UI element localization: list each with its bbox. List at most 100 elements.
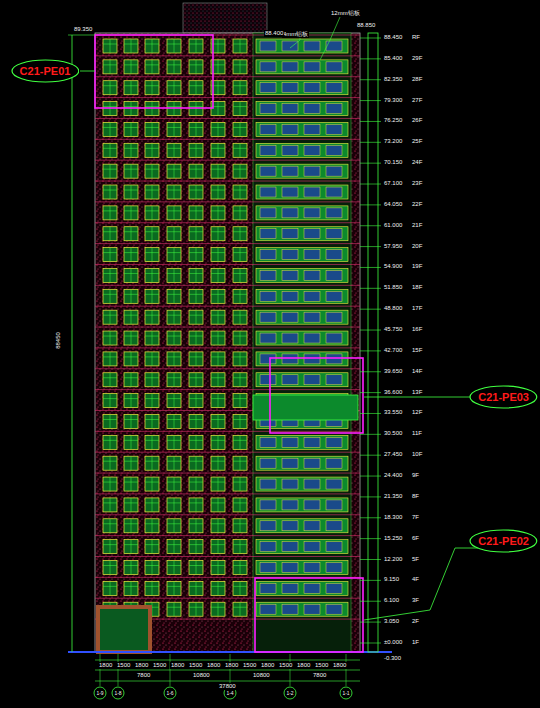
window-transom — [103, 294, 117, 295]
level-tick — [360, 58, 381, 59]
window-mullion — [131, 394, 132, 408]
window — [124, 164, 138, 178]
window-mullion — [110, 477, 111, 491]
window-mullion — [240, 143, 241, 157]
window — [103, 456, 117, 470]
window — [103, 414, 117, 428]
window-mullion — [110, 498, 111, 512]
window-mullion — [152, 519, 153, 533]
window-mullion — [174, 498, 175, 512]
window-transom — [124, 356, 138, 357]
dimension-text: 1800 — [206, 662, 221, 669]
window-mullion — [131, 39, 132, 53]
callout-text: C21-PE02 — [478, 535, 529, 547]
window-band — [256, 102, 348, 116]
axis-label: 1-2 — [285, 690, 294, 697]
window — [189, 519, 203, 533]
facade-right — [253, 33, 351, 652]
level-tick — [360, 371, 381, 372]
elevation-text: 45.750 — [383, 326, 403, 333]
window — [124, 519, 138, 533]
window-mullion — [174, 414, 175, 428]
window-transom — [167, 190, 181, 191]
window — [304, 62, 320, 72]
window — [304, 187, 320, 197]
window — [211, 268, 225, 282]
window — [233, 519, 247, 533]
window-mullion — [131, 373, 132, 387]
window-mullion — [131, 477, 132, 491]
window-mullion — [218, 143, 219, 157]
window-transom — [145, 419, 159, 420]
elevation-text: 21.350 — [383, 493, 403, 500]
floor-label: 26F — [411, 117, 423, 124]
floor-line — [95, 306, 360, 307]
window — [189, 414, 203, 428]
window-transom — [124, 565, 138, 566]
window — [233, 102, 247, 116]
window-mullion — [152, 122, 153, 136]
window-transom — [145, 398, 159, 399]
window-transom — [145, 356, 159, 357]
window — [211, 540, 225, 554]
window — [211, 248, 225, 262]
dimension-text: 1800 — [296, 662, 311, 669]
window-mullion — [131, 561, 132, 575]
window-mullion — [110, 581, 111, 595]
floor-label: 3F — [411, 597, 420, 604]
window-band — [256, 39, 348, 53]
level-tick — [360, 434, 381, 435]
window — [189, 561, 203, 575]
window-transom — [211, 544, 225, 545]
axis-line — [290, 654, 291, 686]
window — [145, 477, 159, 491]
window-transom — [145, 231, 159, 232]
window-mullion — [240, 331, 241, 345]
elevation-text: 18.300 — [383, 514, 403, 521]
window-mullion — [110, 373, 111, 387]
callout-leader — [364, 548, 478, 620]
window — [103, 289, 117, 303]
floor-line — [95, 76, 360, 77]
window-transom — [167, 210, 181, 211]
window-mullion — [240, 498, 241, 512]
elevation-text: 67.100 — [383, 180, 403, 187]
floor-line — [95, 452, 360, 453]
window-transom — [124, 461, 138, 462]
floor-label: 8F — [411, 493, 420, 500]
window-mullion — [174, 310, 175, 324]
window — [103, 310, 117, 324]
window — [189, 268, 203, 282]
window-mullion — [196, 414, 197, 428]
window — [304, 437, 320, 447]
window-mullion — [131, 206, 132, 220]
level-tick — [360, 622, 381, 623]
window-transom — [233, 419, 247, 420]
dimension-text: 7800 — [312, 672, 327, 679]
window — [260, 83, 276, 93]
window-transom — [167, 294, 181, 295]
window-mullion — [240, 289, 241, 303]
window-transom — [233, 231, 247, 232]
window-transom — [211, 482, 225, 483]
floor-label: 17F — [411, 305, 423, 312]
window-mullion — [131, 248, 132, 262]
window-transom — [124, 127, 138, 128]
window — [326, 124, 342, 134]
window — [211, 414, 225, 428]
window-mullion — [152, 164, 153, 178]
window — [167, 289, 181, 303]
window-mullion — [218, 435, 219, 449]
window — [103, 519, 117, 533]
window-transom — [211, 336, 225, 337]
window — [326, 354, 342, 364]
window — [233, 248, 247, 262]
window-transom — [189, 544, 203, 545]
window — [189, 477, 203, 491]
floor-label: 12F — [411, 409, 423, 416]
floor-line — [95, 493, 360, 494]
window — [103, 498, 117, 512]
elevation-text: 85.400 — [383, 55, 403, 62]
window-transom — [103, 461, 117, 462]
dimension-text: 1800 — [224, 662, 239, 669]
